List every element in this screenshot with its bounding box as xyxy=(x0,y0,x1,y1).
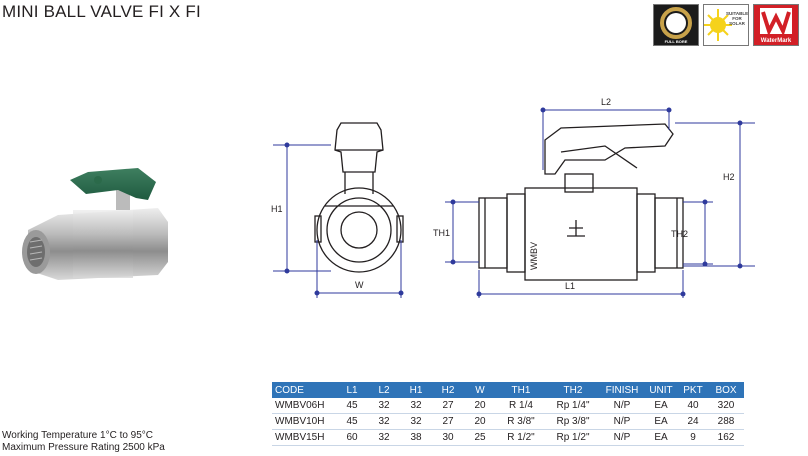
max-pressure: Maximum Pressure Rating 2500 kPa xyxy=(2,442,165,453)
cell-h2: 27 xyxy=(432,413,464,430)
cell-finish: N/P xyxy=(600,413,644,430)
cell-l1: 60 xyxy=(336,429,368,446)
dim-w-label: W xyxy=(355,280,364,290)
watermark-badge: WaterMark xyxy=(753,4,799,46)
cell-finish: N/P xyxy=(600,398,644,414)
cell-unit: EA xyxy=(644,429,678,446)
full-bore-badge: FULL BORE xyxy=(653,4,699,46)
col-code: CODE xyxy=(272,382,336,398)
product-photo xyxy=(22,168,168,280)
col-w: W xyxy=(464,382,496,398)
certification-badges: FULL BORE SUITABLE FOR SOLAR WaterMark xyxy=(653,4,799,46)
cell-box: 288 xyxy=(708,413,744,430)
col-l1: L1 xyxy=(336,382,368,398)
cell-th2: Rp 1/4" xyxy=(546,398,600,414)
table-row: WMBV06H 45 32 32 27 20 R 1/4 Rp 1/4" N/P… xyxy=(272,398,744,414)
cell-l2: 32 xyxy=(368,398,400,414)
side-view xyxy=(314,122,404,273)
table-row: WMBV10H 45 32 32 27 20 R 3/8" Rp 3/8" N/… xyxy=(272,413,744,430)
cell-pkt: 40 xyxy=(678,398,708,414)
cell-code: WMBV10H xyxy=(272,413,336,430)
dimension-lines xyxy=(273,107,755,298)
cell-code: WMBV15H xyxy=(272,429,336,446)
dim-l2-label: L2 xyxy=(601,97,611,107)
col-l2: L2 xyxy=(368,382,400,398)
page-title: MINI BALL VALVE FI X FI xyxy=(2,2,201,21)
col-h1: H1 xyxy=(400,382,432,398)
cell-unit: EA xyxy=(644,413,678,430)
cell-h1: 38 xyxy=(400,429,432,446)
col-pkt: PKT xyxy=(678,382,708,398)
cell-w: 25 xyxy=(464,429,496,446)
watermark-label: WaterMark xyxy=(760,38,792,44)
cell-box: 162 xyxy=(708,429,744,446)
sun-icon xyxy=(704,9,732,41)
solar-badge: SUITABLE FOR SOLAR xyxy=(703,4,749,46)
cell-th1: R 3/8" xyxy=(496,413,546,430)
full-bore-ring-icon xyxy=(660,7,692,39)
working-temperature: Working Temperature 1°C to 95°C xyxy=(2,430,154,441)
full-bore-label: FULL BORE xyxy=(664,39,688,44)
cell-l2: 32 xyxy=(368,429,400,446)
dim-h2-label: H2 xyxy=(723,172,735,182)
cell-th2: Rp 1/2" xyxy=(546,429,600,446)
solar-label: SUITABLE FOR SOLAR xyxy=(726,11,749,26)
cell-code: WMBV06H xyxy=(272,398,336,414)
col-th2: TH2 xyxy=(546,382,600,398)
dim-th1-label: TH1 xyxy=(433,228,450,238)
cell-l2: 32 xyxy=(368,413,400,430)
cell-box: 320 xyxy=(708,398,744,414)
cell-th1: R 1/2" xyxy=(496,429,546,446)
dim-h1-label: H1 xyxy=(271,204,283,214)
cell-l1: 45 xyxy=(336,398,368,414)
dim-l1-label: L1 xyxy=(565,281,575,291)
col-box: BOX xyxy=(708,382,744,398)
table-row: WMBV15H 60 32 38 30 25 R 1/2" Rp 1/2" N/… xyxy=(272,429,744,446)
col-finish: FINISH xyxy=(600,382,644,398)
dim-th2-label: TH2 xyxy=(671,229,688,239)
cell-h1: 32 xyxy=(400,398,432,414)
cell-unit: EA xyxy=(644,398,678,414)
cell-h1: 32 xyxy=(400,413,432,430)
cell-w: 20 xyxy=(464,398,496,414)
cell-th2: Rp 3/8" xyxy=(546,413,600,430)
operating-notes: Working Temperature 1°C to 95°C Maximum … xyxy=(2,430,165,454)
front-view xyxy=(478,123,684,281)
technical-drawing: WMBV H1 W L2 H2 TH1 TH2 L1 xyxy=(271,97,755,298)
watermark-w-icon xyxy=(760,8,792,37)
cell-h2: 27 xyxy=(432,398,464,414)
spec-table-header: CODE L1 L2 H1 H2 W TH1 TH2 FINISH UNIT P… xyxy=(272,382,744,398)
cell-h2: 30 xyxy=(432,429,464,446)
cell-l1: 45 xyxy=(336,413,368,430)
cell-w: 20 xyxy=(464,413,496,430)
col-th1: TH1 xyxy=(496,382,546,398)
body-mark: WMBV xyxy=(529,242,539,270)
col-h2: H2 xyxy=(432,382,464,398)
cell-pkt: 24 xyxy=(678,413,708,430)
cell-finish: N/P xyxy=(600,429,644,446)
col-unit: UNIT xyxy=(644,382,678,398)
cell-pkt: 9 xyxy=(678,429,708,446)
spec-table: CODE L1 L2 H1 H2 W TH1 TH2 FINISH UNIT P… xyxy=(272,382,744,446)
cell-th1: R 1/4 xyxy=(496,398,546,414)
